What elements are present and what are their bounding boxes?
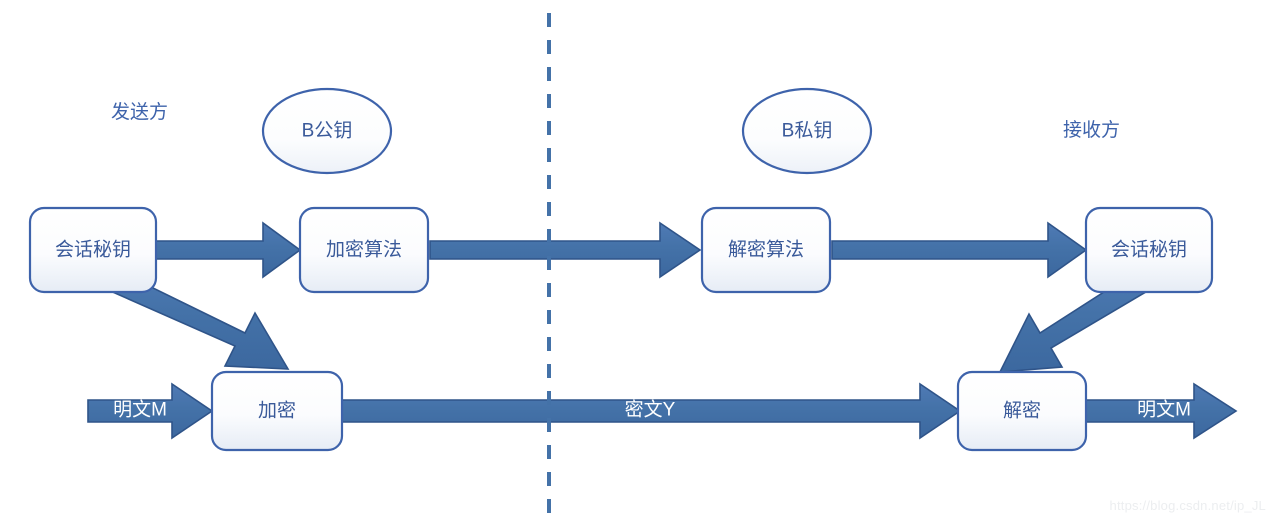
node-label-public-key: B公钥: [301, 120, 353, 142]
arrow-label-plaintext-in: 明文M: [113, 399, 167, 421]
arrow-label-plaintext-out: 明文M: [1137, 399, 1191, 421]
arrow-label-ciphertext: 密文Y: [624, 399, 676, 421]
node-public-key: [261, 87, 393, 175]
label-sender: 发送方: [111, 102, 169, 123]
node-label-encrypt-algorithm: 加密算法: [325, 239, 403, 261]
node-decrypt: [956, 370, 1088, 452]
node-label-private-key: B私钥: [781, 120, 833, 142]
arrow-ciphertext: [299, 382, 962, 440]
node-label-decrypt: 解密: [1002, 400, 1042, 422]
node-encrypt: [210, 370, 344, 452]
node-encrypt-algorithm: [298, 206, 430, 294]
arrow-decryptalgo-to-sessionkey: [831, 221, 1088, 279]
node-session-key-right: [1084, 206, 1214, 294]
label-receiver: 接收方: [1063, 120, 1121, 141]
node-session-key-left: [28, 206, 158, 294]
node-label-encrypt: 加密: [257, 400, 297, 422]
node-decrypt-algorithm: [700, 206, 832, 294]
arrow-plaintext-out: [1084, 382, 1238, 440]
arrow-sessionkey-to-encryptalgo: [155, 221, 302, 279]
node-label-session-key-right: 会话秘钥: [1110, 239, 1188, 261]
watermark: https://blog.csdn.net/ip_JL: [1109, 498, 1266, 513]
node-private-key: [741, 87, 873, 175]
node-label-decrypt-algorithm: 解密算法: [727, 239, 805, 261]
arrow-encryptalgo-to-decryptalgo: [429, 221, 702, 279]
node-label-session-key-left: 会话秘钥: [54, 239, 132, 261]
arrow-plaintext-in: [87, 382, 214, 440]
